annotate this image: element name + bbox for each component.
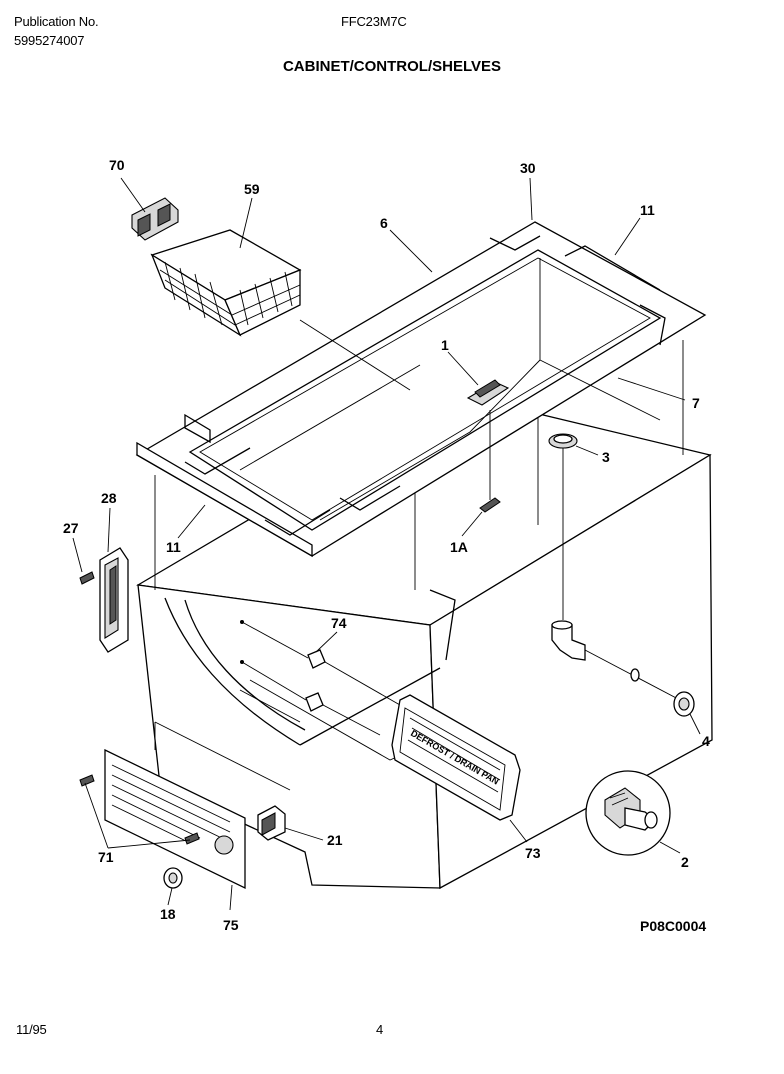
callout-73: 73 xyxy=(525,845,541,861)
callout-21: 21 xyxy=(327,832,343,848)
callout-70: 70 xyxy=(109,157,125,173)
control-knob-1 xyxy=(466,379,510,500)
grille-75 xyxy=(104,721,291,890)
defrost-decal-73: DEFROST / DRAIN PAN xyxy=(391,694,521,821)
callout-75: 75 xyxy=(223,917,239,933)
callout-27: 27 xyxy=(63,520,79,536)
callout-18: 18 xyxy=(160,906,176,922)
drain-plug-3 xyxy=(548,433,578,620)
callout-6: 6 xyxy=(380,215,388,231)
callout-7: 7 xyxy=(692,395,700,411)
callout-28: 28 xyxy=(101,490,117,506)
figure-code: P08C0004 xyxy=(640,918,706,934)
callout-74: 74 xyxy=(331,615,347,631)
callout-labels: 70 59 6 30 11 1 7 3 28 27 11 1A 74 4 73 … xyxy=(63,157,710,933)
model-number: FFC23M7C xyxy=(341,14,407,29)
callout-59: 59 xyxy=(244,181,260,197)
publication-label: Publication No. xyxy=(14,14,99,29)
leader-lines xyxy=(72,177,701,911)
section-title: CABINET/CONTROL/SHELVES xyxy=(282,58,502,75)
publication-number: 5995274007 xyxy=(14,33,85,48)
screws-71 xyxy=(79,774,200,845)
hinge-28 xyxy=(99,547,129,653)
divider-70 xyxy=(131,197,179,241)
callout-11-bottom: 11 xyxy=(166,539,181,555)
callout-11-top: 11 xyxy=(640,202,655,218)
footer-date: 11/95 xyxy=(16,1022,47,1037)
callout-2: 2 xyxy=(681,854,689,870)
callout-71: 71 xyxy=(98,849,114,865)
part-1a xyxy=(479,497,501,513)
callout-30: 30 xyxy=(520,160,536,176)
callout-4: 4 xyxy=(702,733,710,749)
basket-59 xyxy=(150,229,411,391)
lid-frame xyxy=(135,221,707,558)
callout-3: 3 xyxy=(602,449,610,465)
clip-74 xyxy=(240,620,401,736)
inset-part-2 xyxy=(585,770,671,856)
screw-27 xyxy=(79,571,95,585)
drain-tube xyxy=(551,620,681,701)
drain-cap-4 xyxy=(673,691,695,717)
callout-1a: 1A xyxy=(450,539,468,555)
footer-page-number: 4 xyxy=(376,1022,384,1037)
callout-1: 1 xyxy=(441,337,449,353)
control-21 xyxy=(257,805,286,841)
plug-18 xyxy=(163,867,183,889)
